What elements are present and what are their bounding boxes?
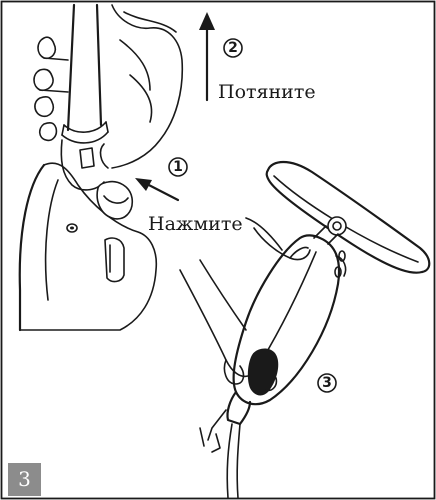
handle-pole: [61, 5, 132, 219]
press-label: Нажмите: [148, 213, 243, 235]
step-3-marker: 3: [318, 374, 336, 392]
step-1-marker: 1: [169, 158, 187, 176]
steam-cleaner-body: [20, 163, 157, 330]
press-leader-line: [246, 218, 282, 250]
handle-unit: [200, 226, 345, 498]
step-2-number: 2: [228, 40, 238, 56]
step-1-number: 1: [173, 159, 183, 175]
pull-arrow: [199, 12, 215, 100]
left-hand: [34, 5, 182, 168]
pull-label: Потяните: [218, 81, 316, 103]
press-arrow: [135, 178, 178, 200]
step-2-marker: 2: [224, 39, 242, 57]
step-3-number: 3: [322, 375, 332, 391]
page-number: 3: [8, 463, 41, 496]
